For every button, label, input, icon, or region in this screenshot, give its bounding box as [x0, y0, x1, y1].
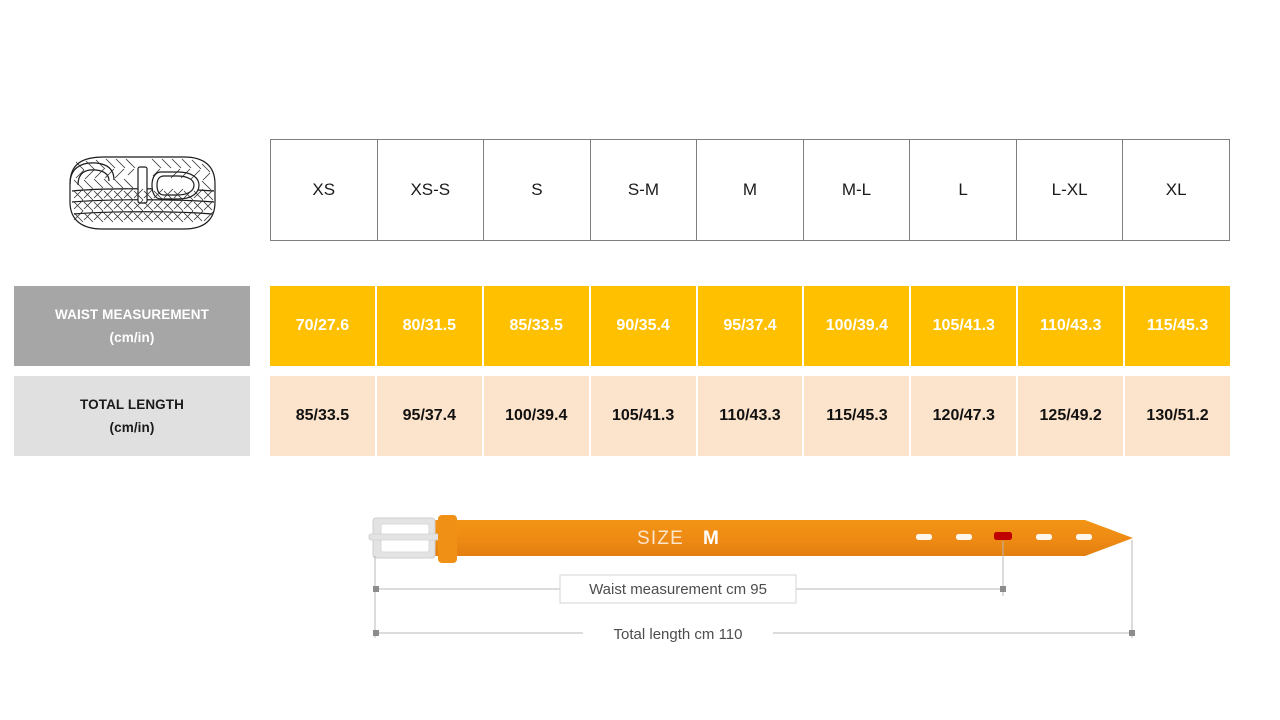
size-header-cell-8: XL — [1122, 139, 1230, 241]
size-header-cell-7: L-XL — [1015, 139, 1124, 241]
waist-measurement-row-label: WAIST MEASUREMENT (cm/in) — [14, 286, 250, 366]
total-length-label-unit: (cm/in) — [109, 420, 155, 435]
waist-measurement-label-unit: (cm/in) — [109, 330, 155, 345]
total-length-dimension-text: Total length cm 110 — [614, 626, 743, 643]
waist-cell-l: 105/41.3 — [911, 286, 1019, 366]
size-header-cell-5: M-L — [802, 139, 911, 241]
size-header-table: XS XS-S S S-M M M-L L L-XL XL — [270, 139, 1230, 241]
size-header-cell-6: L — [909, 139, 1017, 241]
waist-measurement-dimension-text: Waist measurement cm 95 — [589, 581, 767, 598]
waist-measurement-dimension: Waist measurement cm 95 — [373, 574, 1006, 604]
waist-cell-m: 95/37.4 — [697, 286, 805, 366]
length-cell-xs-s: 95/37.4 — [376, 376, 484, 456]
waist-cell-xl: 115/45.3 — [1125, 286, 1231, 366]
belt-hole-1 — [916, 534, 932, 540]
belt-measurement-diagram: SIZE M Waist measurement cm 95 — [355, 500, 1155, 660]
waist-cell-s: 85/33.5 — [483, 286, 591, 366]
belt-hole-4 — [1036, 534, 1052, 540]
belt-keeper-loop — [438, 515, 457, 563]
waist-measurement-label-text: WAIST MEASUREMENT — [55, 306, 209, 322]
braided-belt-illustration — [52, 140, 232, 244]
belt-buckle — [368, 517, 442, 559]
belt-hole-2 — [956, 534, 972, 540]
waist-cell-xs: 70/27.6 — [270, 286, 377, 366]
size-header-cell-0: XS — [270, 139, 378, 241]
length-cell-s-m: 105/41.3 — [590, 376, 698, 456]
belt-hole-highlighted — [994, 532, 1012, 540]
waist-cell-xs-s: 80/31.5 — [376, 286, 484, 366]
size-header-cell-1: XS-S — [376, 139, 485, 241]
length-cell-s: 100/39.4 — [483, 376, 591, 456]
length-cell-m-l: 115/45.3 — [804, 376, 912, 456]
belt-hole-5 — [1076, 534, 1092, 540]
waist-cell-l-xl: 110/43.3 — [1018, 286, 1126, 366]
waist-measurement-row: 70/27.6 80/31.5 85/33.5 90/35.4 95/37.4 … — [270, 286, 1231, 366]
size-header-row: XS XS-S S S-M M M-L L L-XL XL — [270, 139, 1230, 241]
size-header-cell-4: M — [696, 139, 804, 241]
belt-size-label: SIZE — [637, 528, 684, 549]
total-length-row: 85/33.5 95/37.4 100/39.4 105/41.3 110/43… — [270, 376, 1231, 456]
belt-strap — [427, 520, 1133, 556]
belt-holes — [916, 532, 1092, 540]
total-length-dimension: Total length cm 110 — [373, 626, 1135, 643]
length-cell-l-xl: 125/49.2 — [1018, 376, 1126, 456]
waist-cell-m-l: 100/39.4 — [804, 286, 912, 366]
total-length-label-text: TOTAL LENGTH — [80, 396, 184, 412]
size-header-cell-2: S — [483, 139, 591, 241]
length-cell-l: 120/47.3 — [911, 376, 1019, 456]
waist-cell-s-m: 90/35.4 — [590, 286, 698, 366]
total-length-row-label: TOTAL LENGTH (cm/in) — [14, 376, 250, 456]
belt-size-value: M — [703, 528, 719, 549]
length-cell-xs: 85/33.5 — [270, 376, 377, 456]
size-header-cell-3: S-M — [589, 139, 698, 241]
length-cell-xl: 130/51.2 — [1125, 376, 1231, 456]
length-cell-m: 110/43.3 — [697, 376, 805, 456]
